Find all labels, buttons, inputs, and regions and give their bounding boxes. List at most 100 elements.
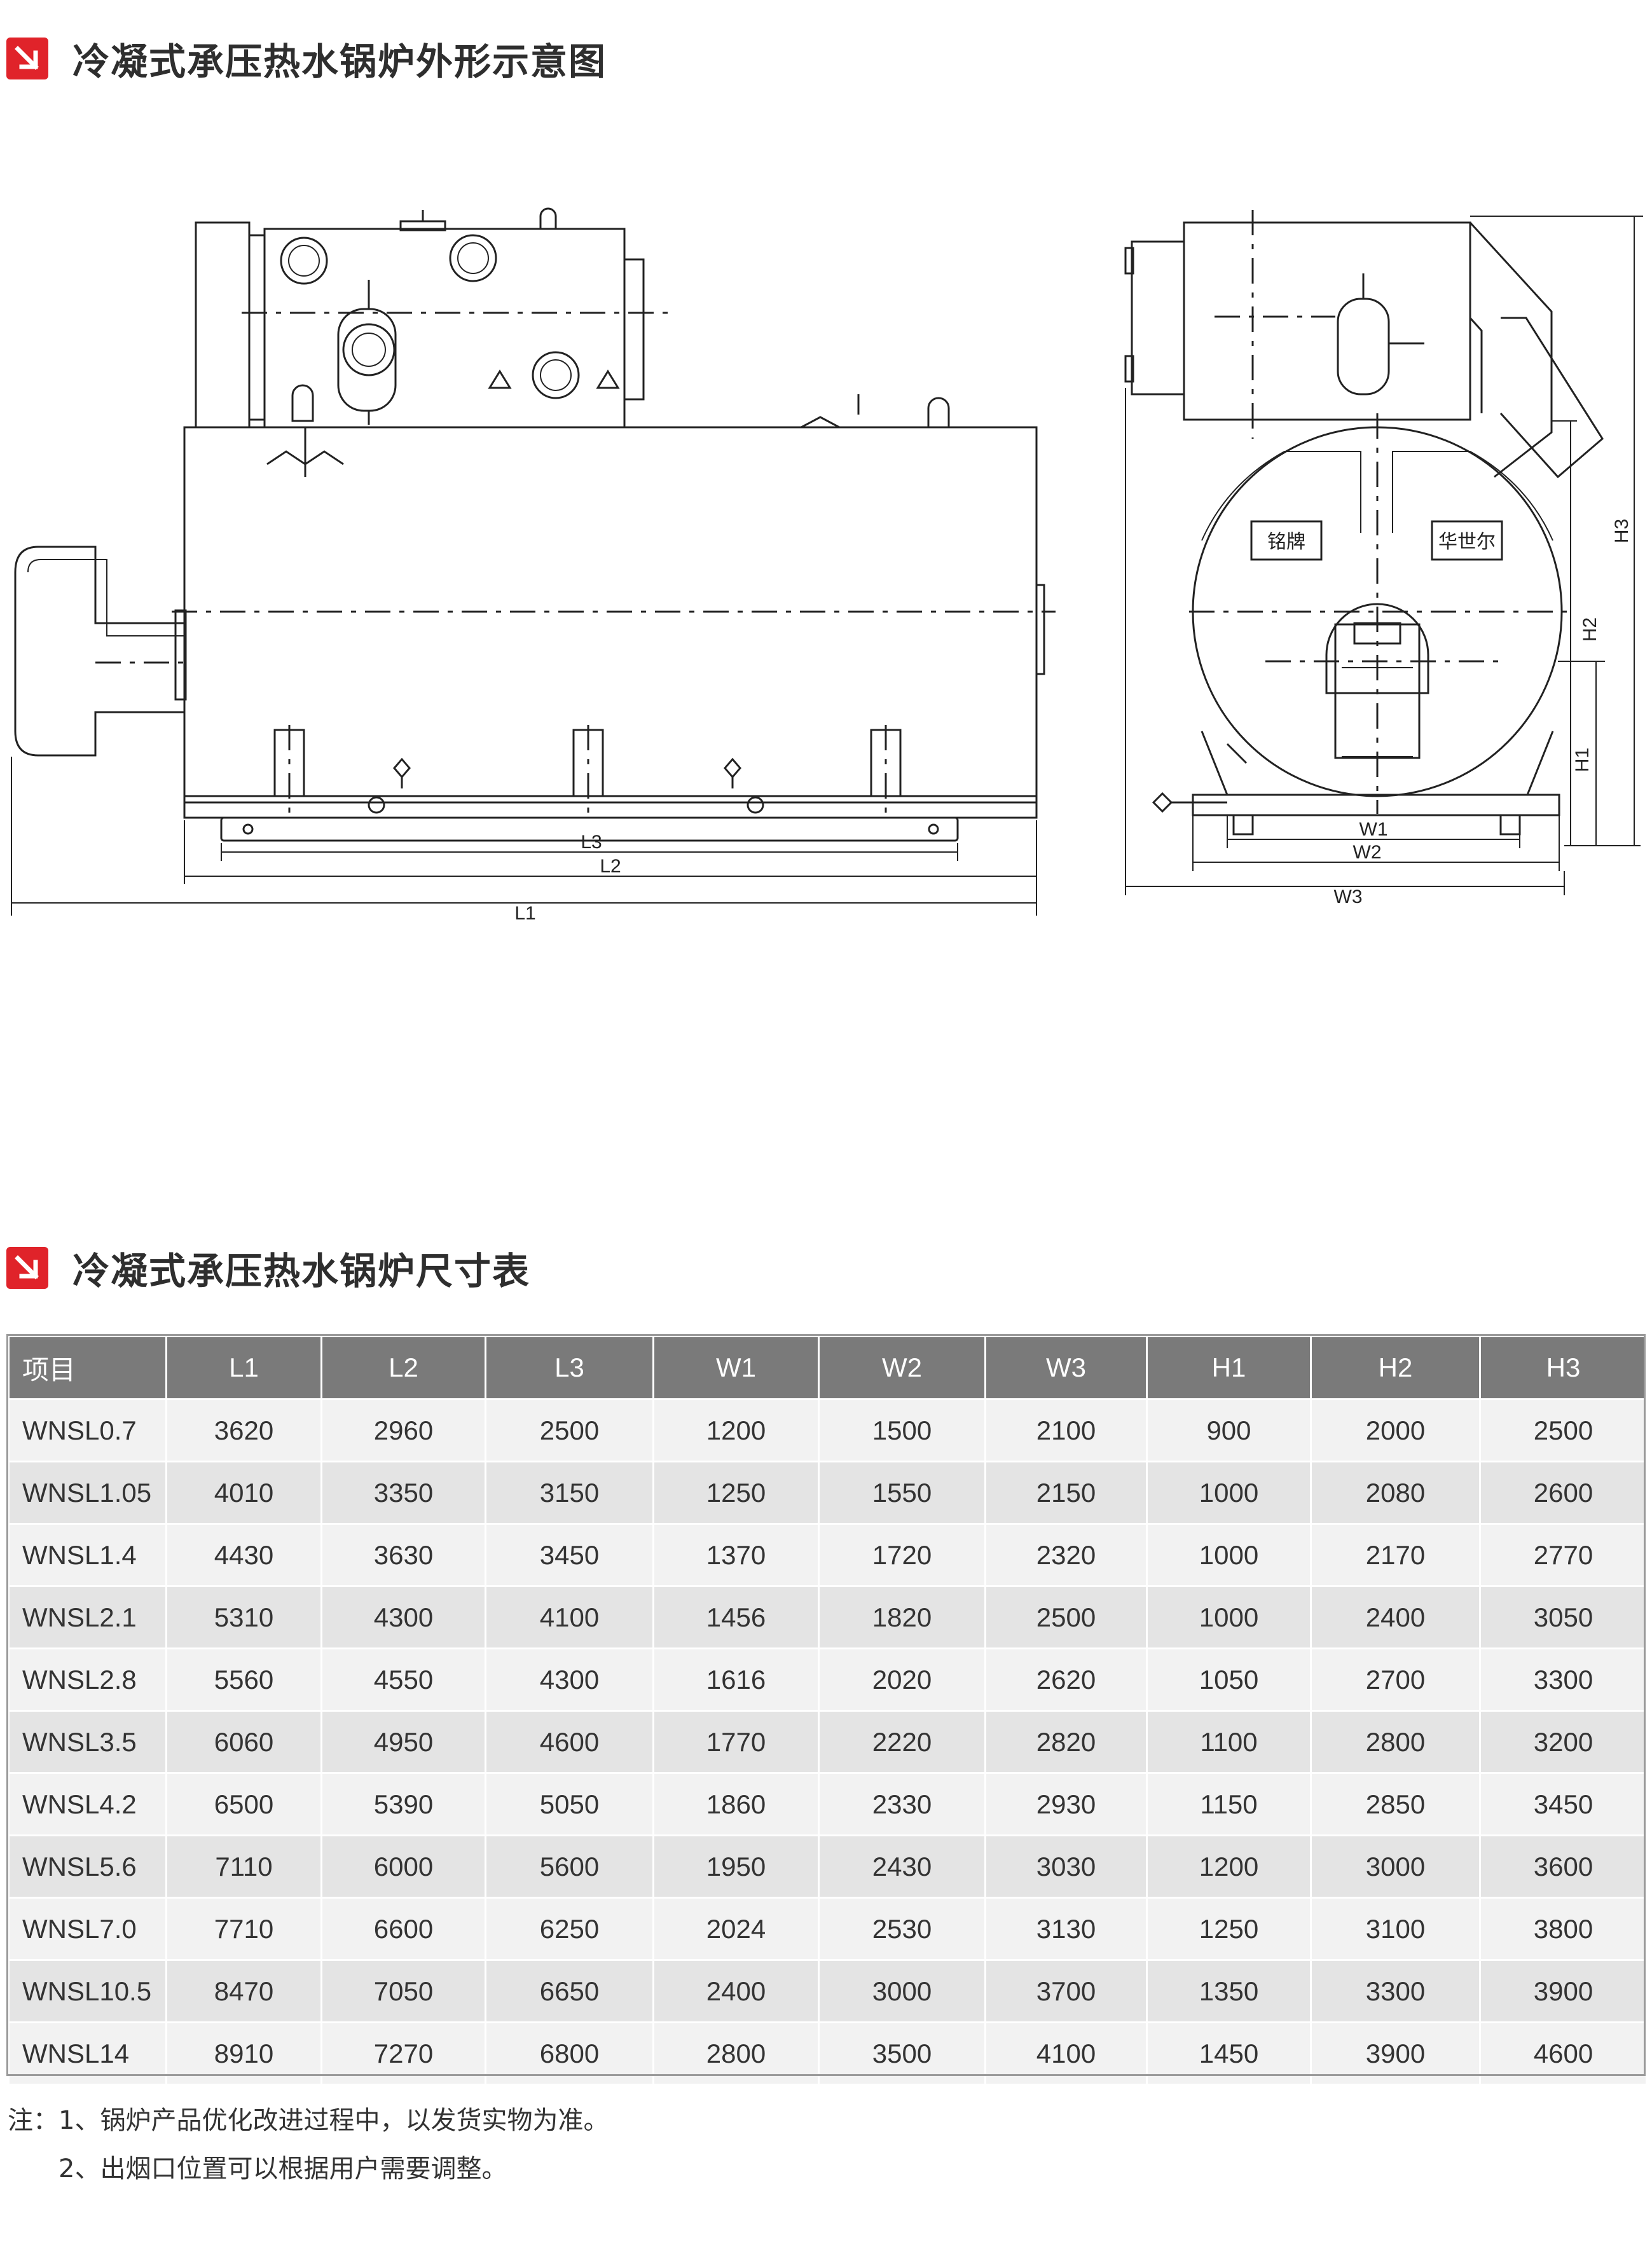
value-cell: 6650 (485, 1959, 654, 2023)
value-cell: 1950 (652, 1834, 820, 1899)
value-cell: 1456 (652, 1585, 820, 1649)
table-header-row: 项目 L1 L2 L3 W1 W2 W3 H1 H2 H3 (8, 1335, 1648, 1400)
value-cell: 2080 (1310, 1461, 1481, 1525)
model-cell: WNSL1.4 (8, 1523, 167, 1587)
value-cell: 2930 (984, 1772, 1148, 1836)
column-header: H1 (1146, 1335, 1312, 1400)
value-cell: 4300 (320, 1585, 486, 1649)
value-cell: 8470 (165, 1959, 322, 2023)
column-header: L3 (485, 1335, 654, 1400)
value-cell: 7110 (165, 1834, 322, 1899)
value-cell: 2600 (1479, 1461, 1648, 1525)
value-cell: 2500 (984, 1585, 1148, 1649)
model-cell: WNSL2.8 (8, 1647, 167, 1712)
value-cell: 1150 (1146, 1772, 1312, 1836)
value-cell: 4300 (485, 1647, 654, 1712)
value-cell: 4950 (320, 1710, 486, 1774)
nameplate-left: 铭牌 (1267, 531, 1305, 553)
value-cell: 3030 (984, 1834, 1148, 1899)
value-cell: 2500 (485, 1398, 654, 1462)
note-line-2: 2、出烟口位置可以根据用户需要调整。 (59, 2154, 507, 2184)
value-cell: 5390 (320, 1772, 486, 1836)
value-cell: 1770 (652, 1710, 820, 1774)
value-cell: 3450 (485, 1523, 654, 1587)
value-cell: 5560 (165, 1647, 322, 1712)
boiler-outline-drawing: L3 L2 L1 铭牌 华世尔 (0, 184, 1652, 947)
model-cell: WNSL1.05 (8, 1461, 167, 1525)
value-cell: 1616 (652, 1647, 820, 1712)
dim-l2-label: L2 (600, 856, 621, 877)
model-cell: WNSL10.5 (8, 1959, 167, 2023)
value-cell: 4550 (320, 1647, 486, 1712)
arrow-down-right-icon (6, 1247, 48, 1289)
model-cell: WNSL5.6 (8, 1834, 167, 1899)
value-cell: 1370 (652, 1523, 820, 1587)
value-cell: 3800 (1479, 1897, 1648, 1961)
section-header-outline: 冷凝式承压热水锅炉外形示意图 (6, 33, 607, 84)
section-title-outline: 冷凝式承压热水锅炉外形示意图 (72, 40, 607, 83)
value-cell: 8910 (165, 2021, 322, 2086)
value-cell: 1350 (1146, 1959, 1312, 2023)
value-cell: 1200 (1146, 1834, 1312, 1899)
value-cell: 3300 (1479, 1647, 1648, 1712)
model-cell: WNSL7.0 (8, 1897, 167, 1961)
value-cell: 1450 (1146, 2021, 1312, 2086)
note-line-1: 注：1、锅炉产品优化改进过程中，以发货实物为准。 (8, 2106, 609, 2135)
value-cell: 2320 (984, 1523, 1148, 1587)
model-cell: WNSL4.2 (8, 1772, 167, 1836)
column-header: W2 (818, 1335, 986, 1400)
value-cell: 3900 (1310, 2021, 1481, 2086)
value-cell: 2770 (1479, 1523, 1648, 1587)
value-cell: 2400 (1310, 1585, 1481, 1649)
value-cell: 1820 (818, 1585, 986, 1649)
value-cell: 2820 (984, 1710, 1148, 1774)
value-cell: 4600 (485, 1710, 654, 1774)
value-cell: 3050 (1479, 1585, 1648, 1649)
value-cell: 3600 (1479, 1834, 1648, 1899)
value-cell: 2020 (818, 1647, 986, 1712)
value-cell: 6800 (485, 2021, 654, 2086)
section-header-dimensions: 冷凝式承压热水锅炉尺寸表 (6, 1242, 530, 1293)
value-cell: 4430 (165, 1523, 322, 1587)
section-title-dimensions: 冷凝式承压热水锅炉尺寸表 (72, 1249, 531, 1293)
value-cell: 3700 (984, 1959, 1148, 2023)
value-cell: 2024 (652, 1897, 820, 1961)
value-cell: 4100 (485, 1585, 654, 1649)
burner (1334, 623, 1421, 759)
value-cell: 7050 (320, 1959, 486, 2023)
column-header: L2 (320, 1335, 486, 1400)
value-cell: 3300 (1310, 1959, 1481, 2023)
value-cell: 1550 (818, 1461, 986, 1525)
model-cell: WNSL2.1 (8, 1585, 167, 1649)
value-cell: 1250 (1146, 1897, 1312, 1961)
value-cell: 2170 (1310, 1523, 1481, 1587)
value-cell: 3500 (818, 2021, 986, 2086)
skid (220, 816, 959, 842)
value-cell: 1000 (1146, 1523, 1312, 1587)
value-cell: 3000 (1310, 1834, 1481, 1899)
value-cell: 6000 (320, 1834, 486, 1899)
value-cell: 3100 (1310, 1897, 1481, 1961)
value-cell: 6500 (165, 1772, 322, 1836)
value-cell: 6600 (320, 1897, 486, 1961)
value-cell: 2000 (1310, 1398, 1481, 1462)
value-cell: 4010 (165, 1461, 322, 1525)
value-cell: 3000 (818, 1959, 986, 2023)
value-cell: 2960 (320, 1398, 486, 1462)
boiler-body (183, 426, 1038, 804)
value-cell: 3900 (1479, 1959, 1648, 2023)
dim-w3-label: W3 (1334, 886, 1363, 907)
value-cell: 2530 (818, 1897, 986, 1961)
value-cell: 2620 (984, 1647, 1148, 1712)
value-cell: 900 (1146, 1398, 1312, 1462)
